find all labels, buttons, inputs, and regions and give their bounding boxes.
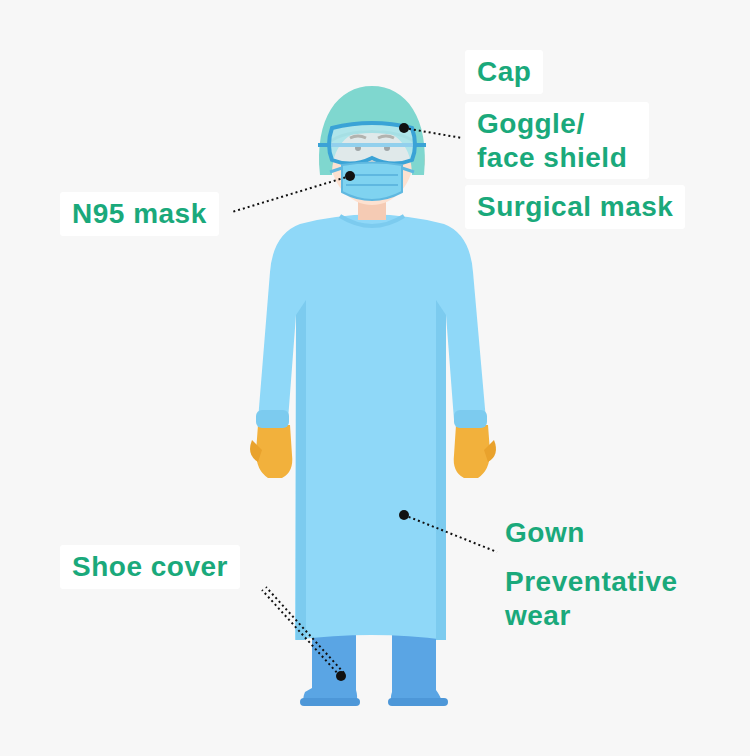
part-label: N95 mask bbox=[60, 192, 219, 236]
part-label: Gown bbox=[493, 511, 597, 555]
shoe-covers bbox=[300, 628, 448, 706]
part-label: Preventative wear bbox=[493, 560, 712, 637]
leader-dots bbox=[336, 123, 409, 681]
part-label: Surgical mask bbox=[465, 185, 685, 229]
part-label: Shoe cover bbox=[60, 545, 240, 589]
part-label: Goggle/ face shield bbox=[465, 102, 649, 179]
part-label: Cap bbox=[465, 50, 543, 94]
mask bbox=[330, 163, 414, 201]
leader-lines bbox=[232, 128, 497, 676]
head bbox=[319, 86, 425, 205]
gown bbox=[256, 215, 487, 641]
